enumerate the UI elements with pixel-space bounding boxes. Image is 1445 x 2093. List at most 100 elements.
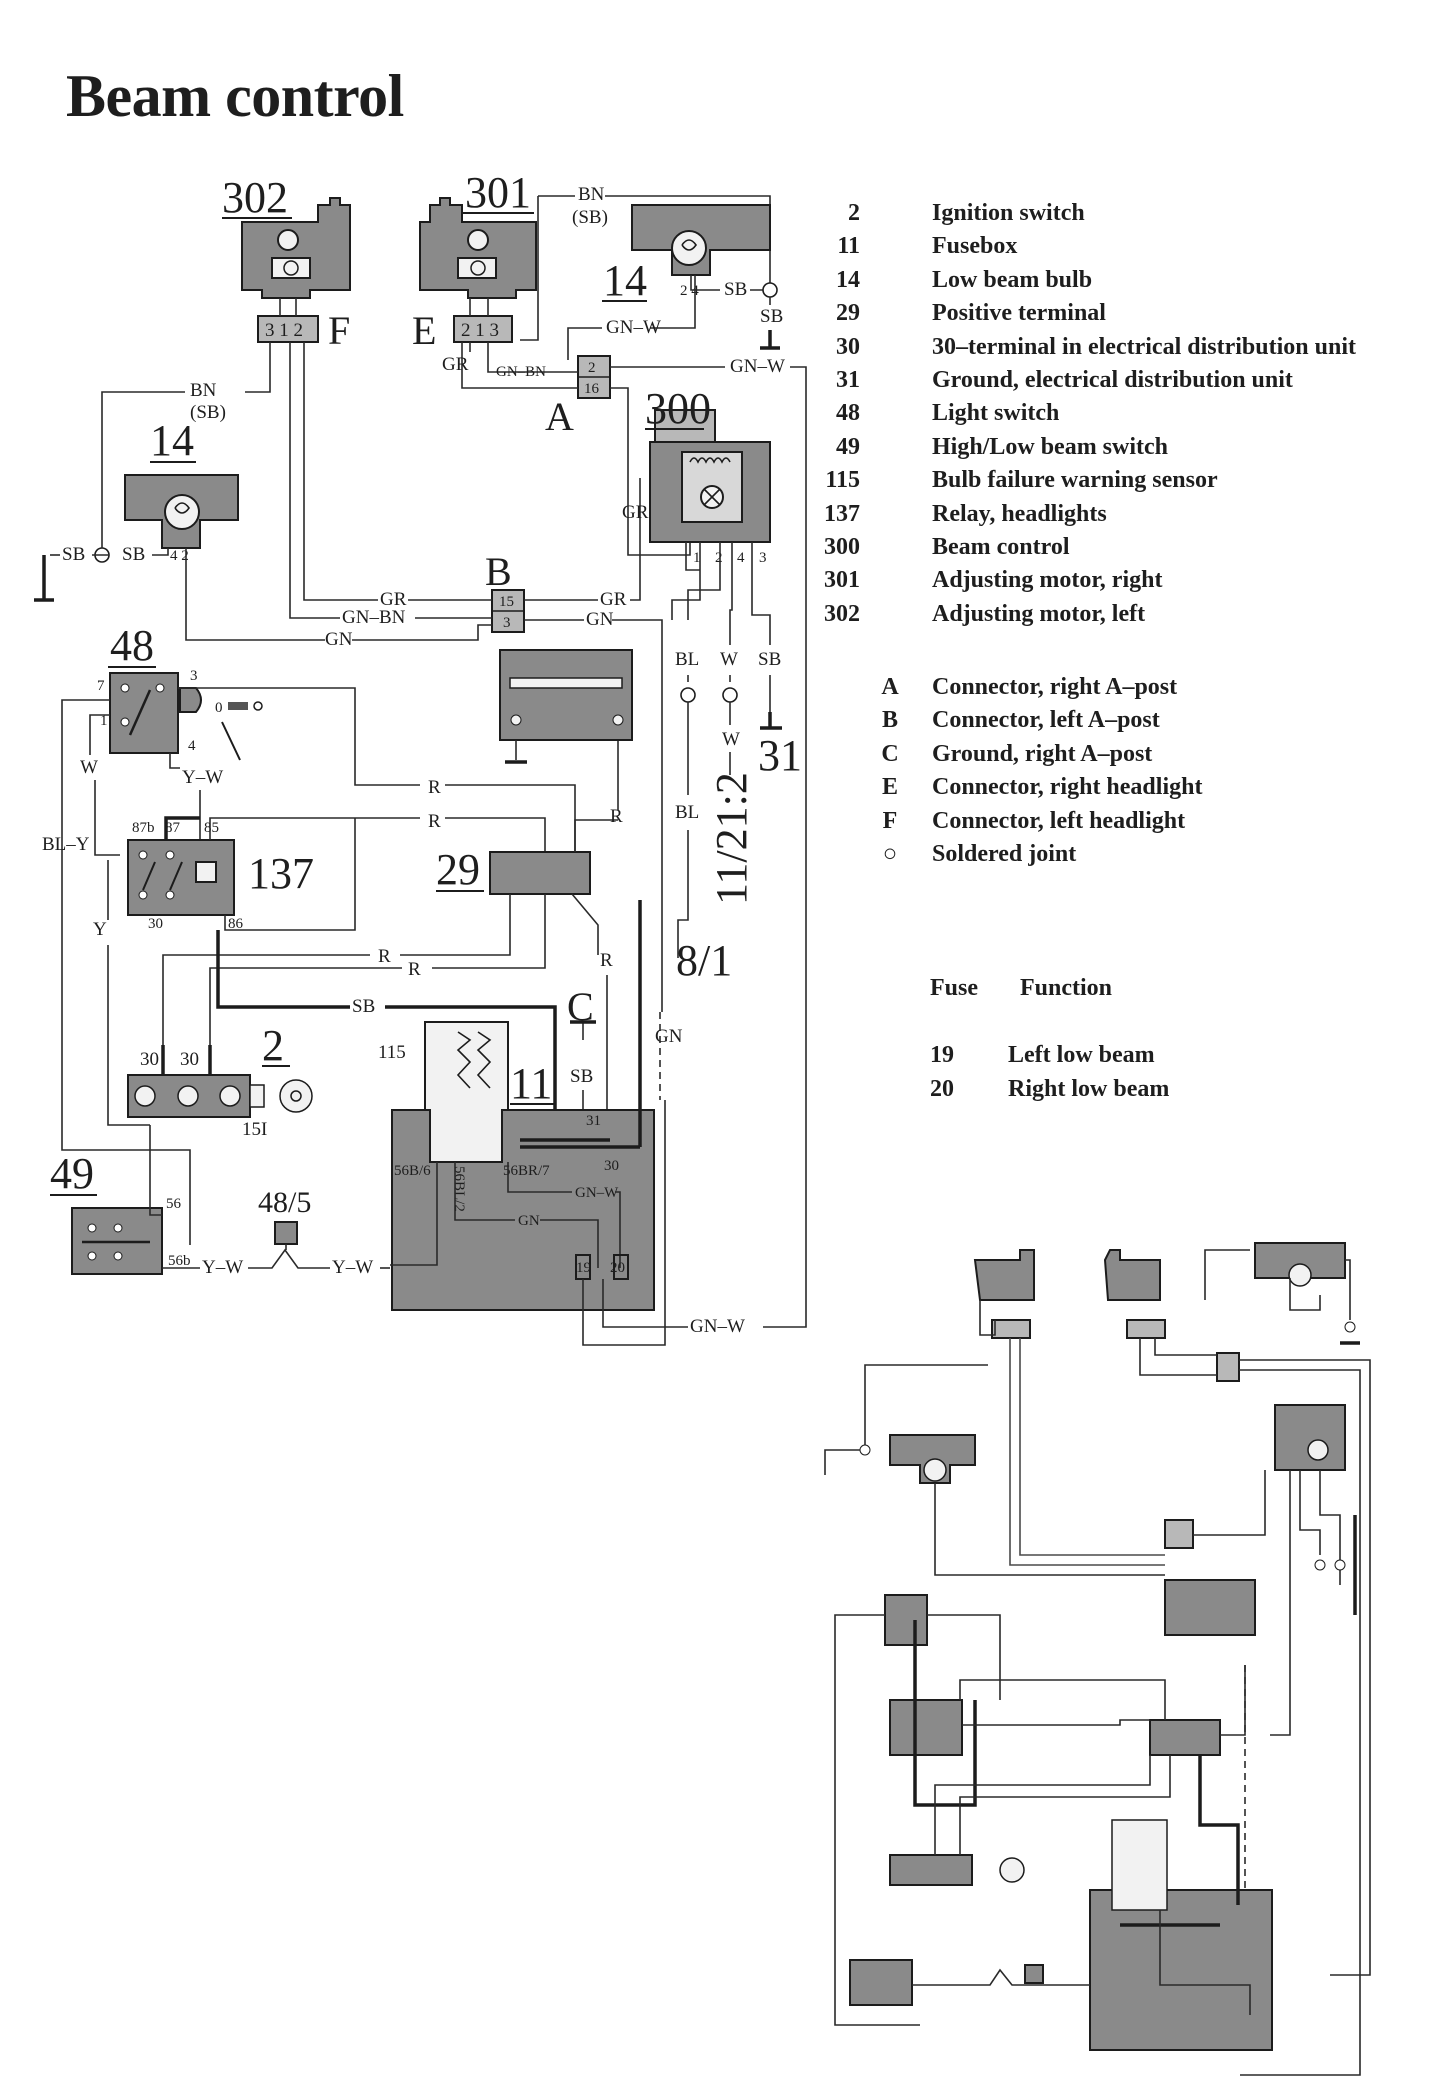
wire-label-gn-b2: GN bbox=[586, 609, 614, 630]
legend-connector-id: E bbox=[881, 774, 898, 801]
pin-label-49-56b: 56b bbox=[168, 1253, 191, 1269]
component-number-48: 48 bbox=[110, 621, 154, 670]
wire-label-bl-300b: BL bbox=[675, 802, 699, 823]
wire-label-gr-300: GR bbox=[622, 502, 649, 523]
legend-item-number: 137 bbox=[824, 500, 860, 527]
wire-label-gnw-bot: GN–W bbox=[690, 1316, 745, 1337]
legend-item-label: Adjusting motor, left bbox=[932, 600, 1146, 627]
legend-item-label: Ground, electrical distribution unit bbox=[932, 367, 1293, 393]
legend-connector-label: Connector, right headlight bbox=[932, 774, 1203, 801]
pin-label-2-30a: 30 bbox=[140, 1049, 159, 1070]
wire-label-sb-r2: SB bbox=[760, 306, 783, 327]
low-beam-bulb-right-14 bbox=[631, 204, 771, 276]
component-number-11: 11 bbox=[510, 1059, 552, 1108]
connector-letter-A: A bbox=[545, 394, 574, 439]
pin-label-300-2: 2 bbox=[715, 550, 723, 566]
wire-label-sb-l: (SB) bbox=[190, 402, 226, 423]
legend-item-label: Adjusting motor, right bbox=[932, 567, 1163, 594]
legend-item-number: 301 bbox=[824, 567, 860, 594]
fuse-ref-11-21-2: 11/21:2 bbox=[707, 772, 756, 905]
wire-label-gn-11: GN bbox=[518, 1213, 540, 1229]
legend-item-number: 300 bbox=[824, 534, 860, 560]
component-48-5 bbox=[274, 1221, 298, 1245]
wire-label-r3: R bbox=[610, 806, 623, 827]
legend-connector-label: Ground, right A–post bbox=[932, 740, 1153, 767]
legend-item-number: 2 bbox=[848, 200, 860, 226]
pin-label-48-4: 4 bbox=[188, 738, 196, 754]
wire-label-sb-r1: SB bbox=[724, 279, 747, 300]
legend-item-number: 302 bbox=[824, 600, 860, 627]
component-number-300: 300 bbox=[645, 384, 711, 433]
wire-label-w-300b: W bbox=[722, 729, 740, 750]
wire-label-gn-b1: GN bbox=[325, 629, 353, 650]
wire-label-r4: R bbox=[378, 946, 391, 967]
component-number-48-5: 48/5 bbox=[258, 1186, 311, 1219]
connector-E bbox=[453, 315, 513, 343]
ignition-switch-2 bbox=[127, 1074, 313, 1118]
wire-label-r2: R bbox=[428, 811, 441, 832]
pin-label-48-7: 7 bbox=[97, 678, 105, 694]
pin-label-11-30: 30 bbox=[604, 1158, 619, 1174]
pin-label-56bl2: 56BL/2 bbox=[451, 1166, 467, 1212]
mini-diagram bbox=[824, 1242, 1371, 2076]
wire-label-bn-top: BN bbox=[578, 184, 605, 205]
high-low-beam-switch-49 bbox=[71, 1207, 163, 1275]
page-title: Beam control bbox=[66, 63, 404, 129]
pin-label-137-87: 87 bbox=[165, 820, 181, 836]
legend-connector-label: Connector, left A–post bbox=[932, 707, 1160, 734]
pin-label-2-30b: 30 bbox=[180, 1049, 199, 1070]
legend-connector-label: Connector, right A–post bbox=[932, 674, 1178, 700]
fuse-header-function: Function bbox=[1020, 975, 1113, 1001]
wire-label-w-48: W bbox=[80, 757, 98, 778]
fuse-number: 20 bbox=[930, 1076, 954, 1102]
component-number-137: 137 bbox=[248, 849, 314, 898]
light-switch-48 bbox=[109, 672, 202, 754]
legend-item-label: Low beam bulb bbox=[932, 266, 1093, 293]
pin-label-11-31: 31 bbox=[586, 1113, 601, 1129]
pin-label-48-3: 3 bbox=[190, 668, 198, 684]
pin-label-11-19: 19 bbox=[576, 1260, 591, 1276]
wire-label-bl-300: BL bbox=[675, 649, 699, 670]
pin-label-a-bot: 16 bbox=[584, 381, 600, 397]
wire-label-gr-b2: GR bbox=[600, 589, 627, 610]
legend-item-number: 48 bbox=[836, 400, 860, 427]
component-number-302: 302 bbox=[222, 173, 288, 222]
wire-label-r5: R bbox=[408, 959, 421, 980]
wire-label-gn-r: GN bbox=[655, 1026, 683, 1047]
legend-item-label: Beam control bbox=[932, 534, 1070, 560]
component-number-29: 29 bbox=[436, 845, 480, 894]
wire-label-y-l: Y bbox=[93, 919, 107, 940]
legend-connector-label: Connector, left headlight bbox=[932, 807, 1186, 834]
wire-label-sb-300: SB bbox=[758, 649, 781, 670]
legend-item-number: 14 bbox=[836, 266, 860, 293]
legend-item-label: High/Low beam switch bbox=[932, 433, 1169, 460]
pin-label-137-30: 30 bbox=[148, 916, 163, 932]
pin-labels-E: 2 1 3 bbox=[461, 320, 499, 341]
legend-connector-id: A bbox=[881, 674, 899, 700]
wire-label-bn-l: BN bbox=[190, 380, 217, 401]
wire-label-r1: R bbox=[428, 777, 441, 798]
legend-item-number: 31 bbox=[836, 367, 860, 393]
fuse-header-fuse: Fuse bbox=[930, 975, 978, 1001]
wire-label-gnw-11: GN–W bbox=[575, 1185, 619, 1201]
pin-labels-F: 3 1 2 bbox=[265, 320, 303, 341]
pin-label-300-4: 4 bbox=[737, 550, 745, 566]
pin-label-56b6: 56B/6 bbox=[394, 1163, 431, 1179]
wire-label-sb-top: (SB) bbox=[572, 207, 608, 228]
connector-letter-E: E bbox=[412, 308, 436, 353]
wire-label-r6: R bbox=[600, 950, 613, 971]
pin-label-137-85: 85 bbox=[204, 820, 219, 836]
wire-label-gnw-a: GN–W bbox=[730, 356, 785, 377]
component-number-49: 49 bbox=[50, 1149, 94, 1198]
legend-connector-label: Soldered joint bbox=[932, 841, 1077, 867]
fuse-function: Right low beam bbox=[1008, 1076, 1170, 1102]
legend-item-label: Relay, headlights bbox=[932, 500, 1107, 527]
legend-connector-id: B bbox=[881, 707, 898, 734]
component-number-14-right: 14 bbox=[603, 256, 647, 305]
pin-label-56br7: 56BR/7 bbox=[503, 1163, 550, 1179]
legend-item-label: Positive terminal bbox=[932, 300, 1106, 327]
svg-text:0: 0 bbox=[215, 700, 223, 716]
pin-label-300-3: 3 bbox=[759, 550, 767, 566]
adjusting-motor-right-301 bbox=[419, 197, 537, 299]
legend-item-number: 115 bbox=[825, 467, 860, 494]
